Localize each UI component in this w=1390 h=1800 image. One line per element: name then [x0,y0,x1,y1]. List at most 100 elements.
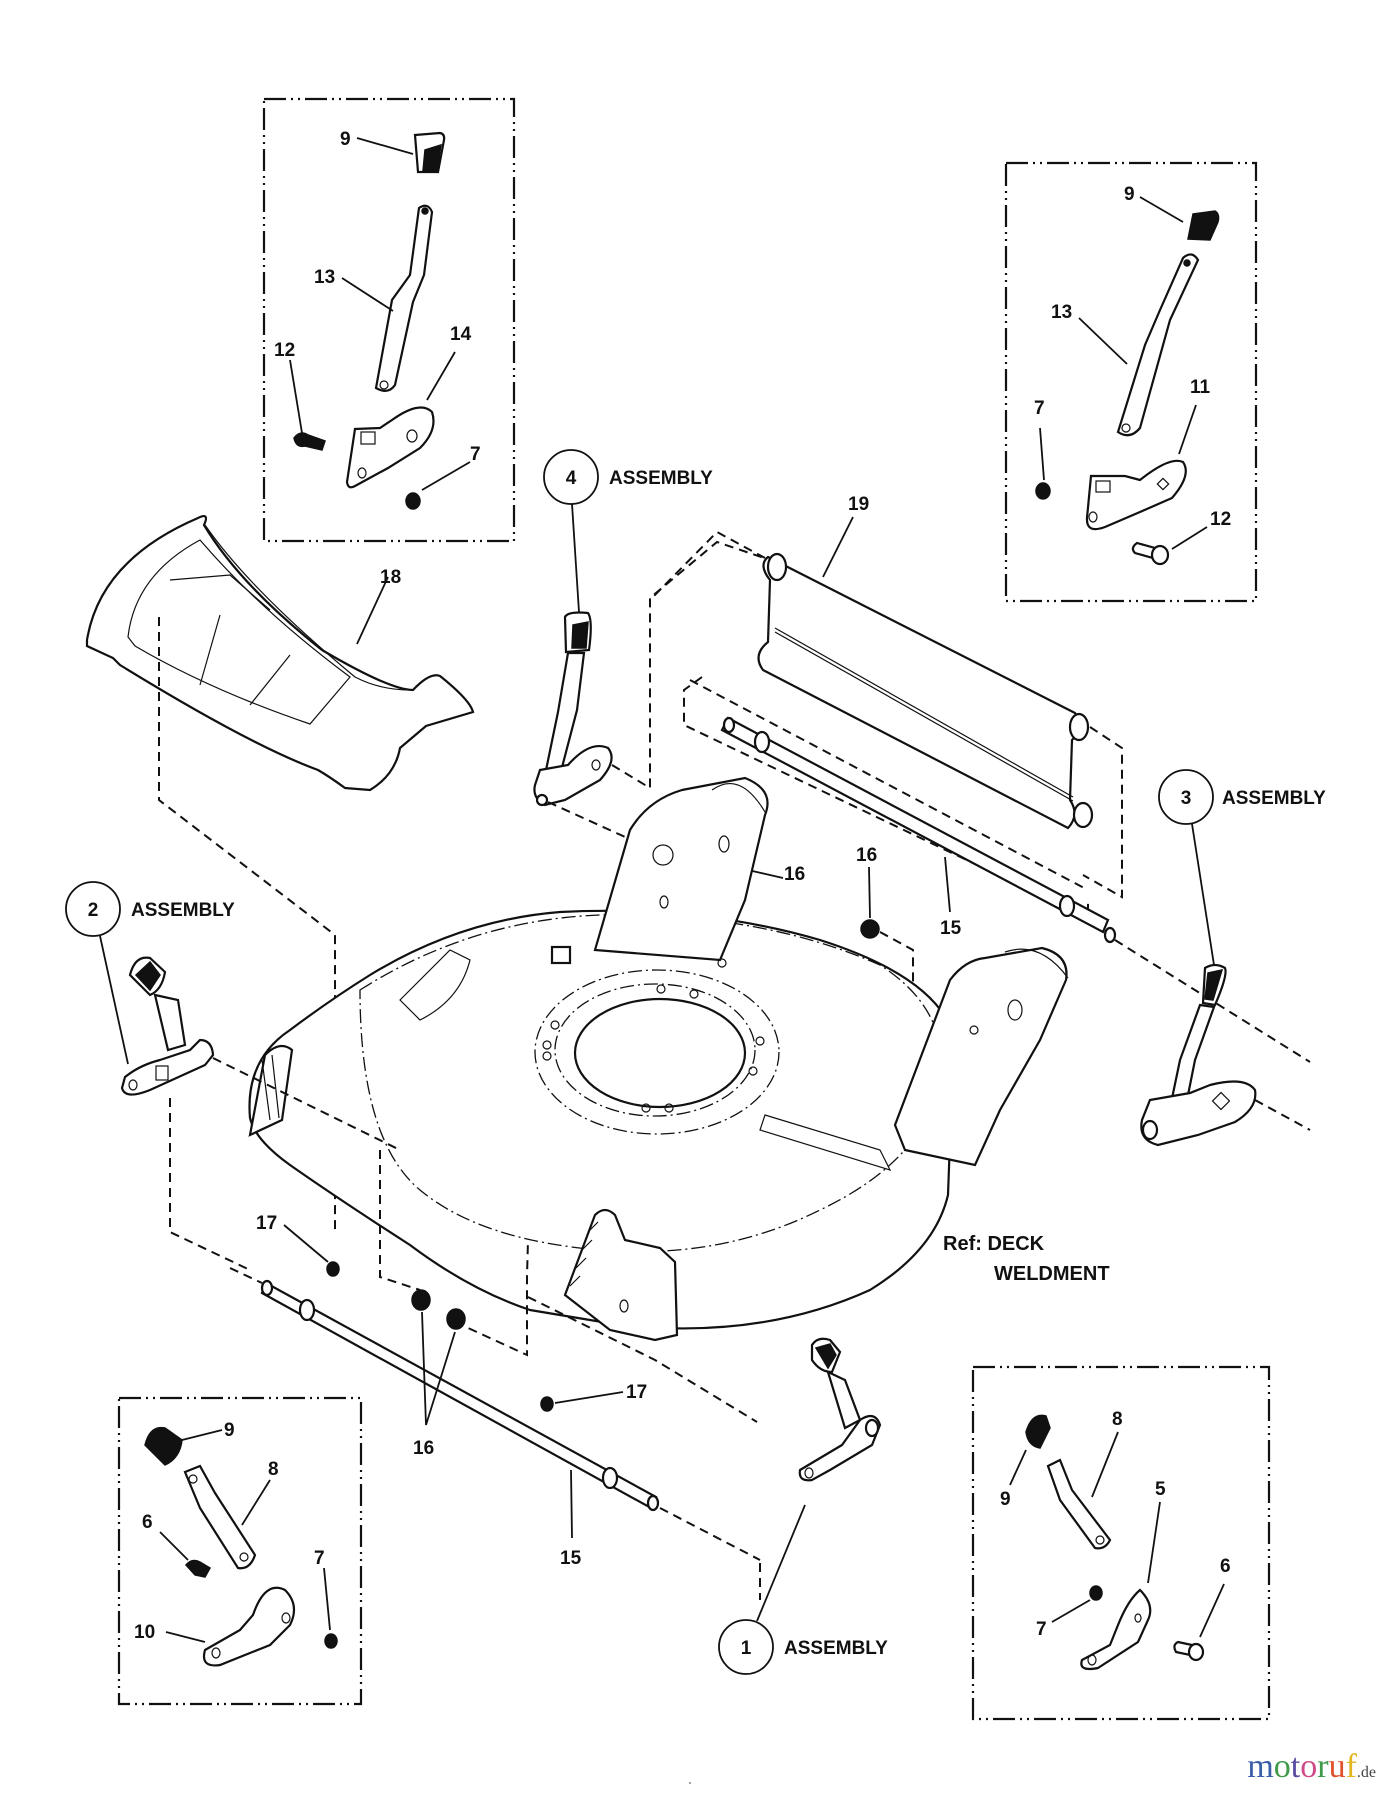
assembly-4: 4 ASSEMBLY [533,449,771,881]
leader-9 [356,137,414,155]
rear-left-height-bracket [593,776,769,962]
knob-grip [814,1343,837,1370]
assembly-leader [571,503,580,613]
part-label-9: 9 [1124,184,1135,205]
bracket-pin [1141,1119,1159,1141]
lever-knob-part [1187,210,1220,241]
leader-13 [341,277,394,312]
leader-19 [822,516,854,578]
bracket-hole [969,1025,979,1035]
detail-box-bottom-left: 9 8 6 10 7 [117,1396,363,1706]
bracket-teeth [1004,948,1069,979]
part-label-5: 5 [1155,1479,1166,1500]
assembly-label: ASSEMBLY [609,468,713,489]
axle-end [260,1279,274,1297]
axle-bushing [601,1466,619,1490]
watermark-letter: o [1273,1748,1291,1785]
bracket-hole [1007,999,1023,1021]
lever-hole [239,1552,249,1562]
leader-8 [241,1479,271,1526]
axle-end [646,1494,660,1512]
part-label-6: 6 [142,1512,153,1533]
reference-note-line2: WELDMENT [994,1263,1110,1285]
assembly-callout-circle [718,1619,774,1675]
leader-16 [747,869,784,879]
leader-12 [289,359,303,434]
screw-part [540,1396,554,1412]
bracket-hole [659,895,669,909]
pivot-bracket-part [1085,459,1187,531]
assembly-2-alignment-line [169,1098,251,1271]
leader-15 [570,1469,573,1539]
shield-rod-end [1072,801,1094,829]
leader-9 [1139,196,1184,223]
bolt-part [1131,541,1157,560]
bolt-head [1150,544,1170,566]
lever-arm-part [1116,253,1200,437]
flap-outline [85,515,475,792]
watermark-logo: motoruf.de [1247,1748,1376,1786]
bracket-hole [1087,1654,1097,1666]
nut-alignment-line [879,931,914,1020]
deck-weldment: Ref: DECK WELDMENT [248,776,1110,1342]
assembly-callout-circle [543,449,599,505]
bracket-teeth [711,782,766,813]
axle-alignment-line [527,1296,758,1423]
assembly-leader [99,935,129,1065]
flap-edge [204,524,411,691]
pivot-bracket-part [1080,1588,1152,1671]
leader-6 [159,1531,189,1561]
axle-alignment-line [689,679,1089,891]
bracket-hole [804,1467,814,1479]
watermark-letter: o [1300,1748,1318,1785]
deck-rib [759,1114,892,1171]
motor-mount-opening [573,997,747,1109]
leader-5 [1147,1501,1161,1584]
lever-knob-part [144,1426,183,1466]
bracket-slot [1095,480,1111,493]
part-label-12: 12 [274,340,295,361]
part-label-10: 10 [134,1622,155,1643]
nut-part [324,1633,338,1649]
bracket-pin [535,793,549,807]
lever-arm-part [183,1464,257,1570]
assembly-label: ASSEMBLY [1222,788,1326,809]
shield-rod-end [766,552,788,582]
shield-alignment-line [1082,726,1123,899]
bracket-hole [652,844,674,866]
bracket-tab [550,945,572,965]
part-label-7: 7 [1034,398,1045,419]
leader-16 [868,866,871,919]
axle-axis-line [229,1267,263,1284]
watermark-letter: m [1247,1748,1274,1785]
leader-11 [1178,404,1197,455]
bracket-pin [864,1418,880,1438]
leader-17 [283,1224,329,1263]
assembly-callout-circle [65,881,121,937]
detail-box-top-left: 9 13 14 12 7 [262,97,516,543]
nut-part [411,1289,431,1311]
bracket-hole [281,1612,291,1624]
nut-part [1035,482,1051,500]
lever-hole [1095,1535,1105,1545]
leader-14 [426,351,456,401]
part-label-18: 18 [380,567,401,588]
leader-12 [1171,526,1208,550]
detail-box-border [117,1396,363,1706]
leader-17 [554,1391,624,1404]
detail-box-border [1004,161,1258,603]
flap-alignment-line [158,617,336,1235]
assembly-leader [756,1504,806,1622]
watermark-letter: u [1328,1748,1346,1785]
assembly-1: 1 ASSEMBLY [718,1337,888,1675]
front-right-height-bracket [563,1208,679,1342]
knob-grip [1204,969,1224,1001]
watermark-suffix: .de [1356,1764,1376,1781]
shield-outline [757,555,1081,830]
part-label-9: 9 [340,129,351,150]
pivot-bracket-part [345,406,435,489]
assembly-number: 2 [88,900,99,921]
leader-16 [421,1311,456,1426]
nut-alignment-line [379,1150,421,1291]
